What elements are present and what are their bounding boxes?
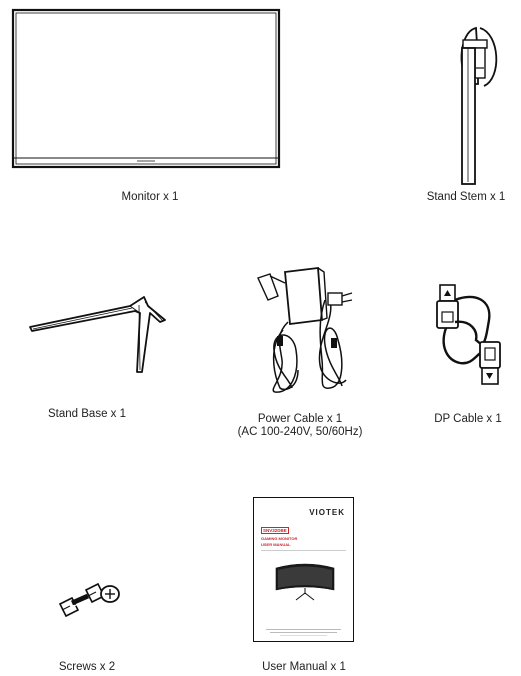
user-manual-label: User Manual x 1 xyxy=(262,661,346,673)
manual-brand: VIOTEK xyxy=(309,508,345,517)
screw-2 xyxy=(84,582,120,604)
stand-base-label: Stand Base x 1 xyxy=(48,408,126,420)
monitor-frame xyxy=(11,8,281,169)
manual-subtitle-user: USER MANUAL xyxy=(261,542,291,547)
power-cable-spec: (AC 100-240V, 50/60Hz) xyxy=(237,426,363,438)
stand-stem-label: Stand Stem x 1 xyxy=(426,191,506,203)
screws-label: Screws x 2 xyxy=(58,661,116,673)
manual-model: SNV32DBE xyxy=(261,527,289,534)
user-manual-booklet: VIOTEK SNV32DBE GAMING MONITOR USER MANU… xyxy=(253,497,354,642)
manual-monitor-image xyxy=(275,563,335,601)
monitor-bezel-inner xyxy=(15,12,277,165)
dp-cable-label: DP Cable x 1 xyxy=(434,413,502,425)
manual-subtitle-gaming: GAMING MONITOR xyxy=(261,536,298,541)
power-cable-label: Power Cable x 1 xyxy=(257,413,343,425)
monitor-label: Monitor x 1 xyxy=(121,191,179,203)
screw-1 xyxy=(58,593,91,618)
